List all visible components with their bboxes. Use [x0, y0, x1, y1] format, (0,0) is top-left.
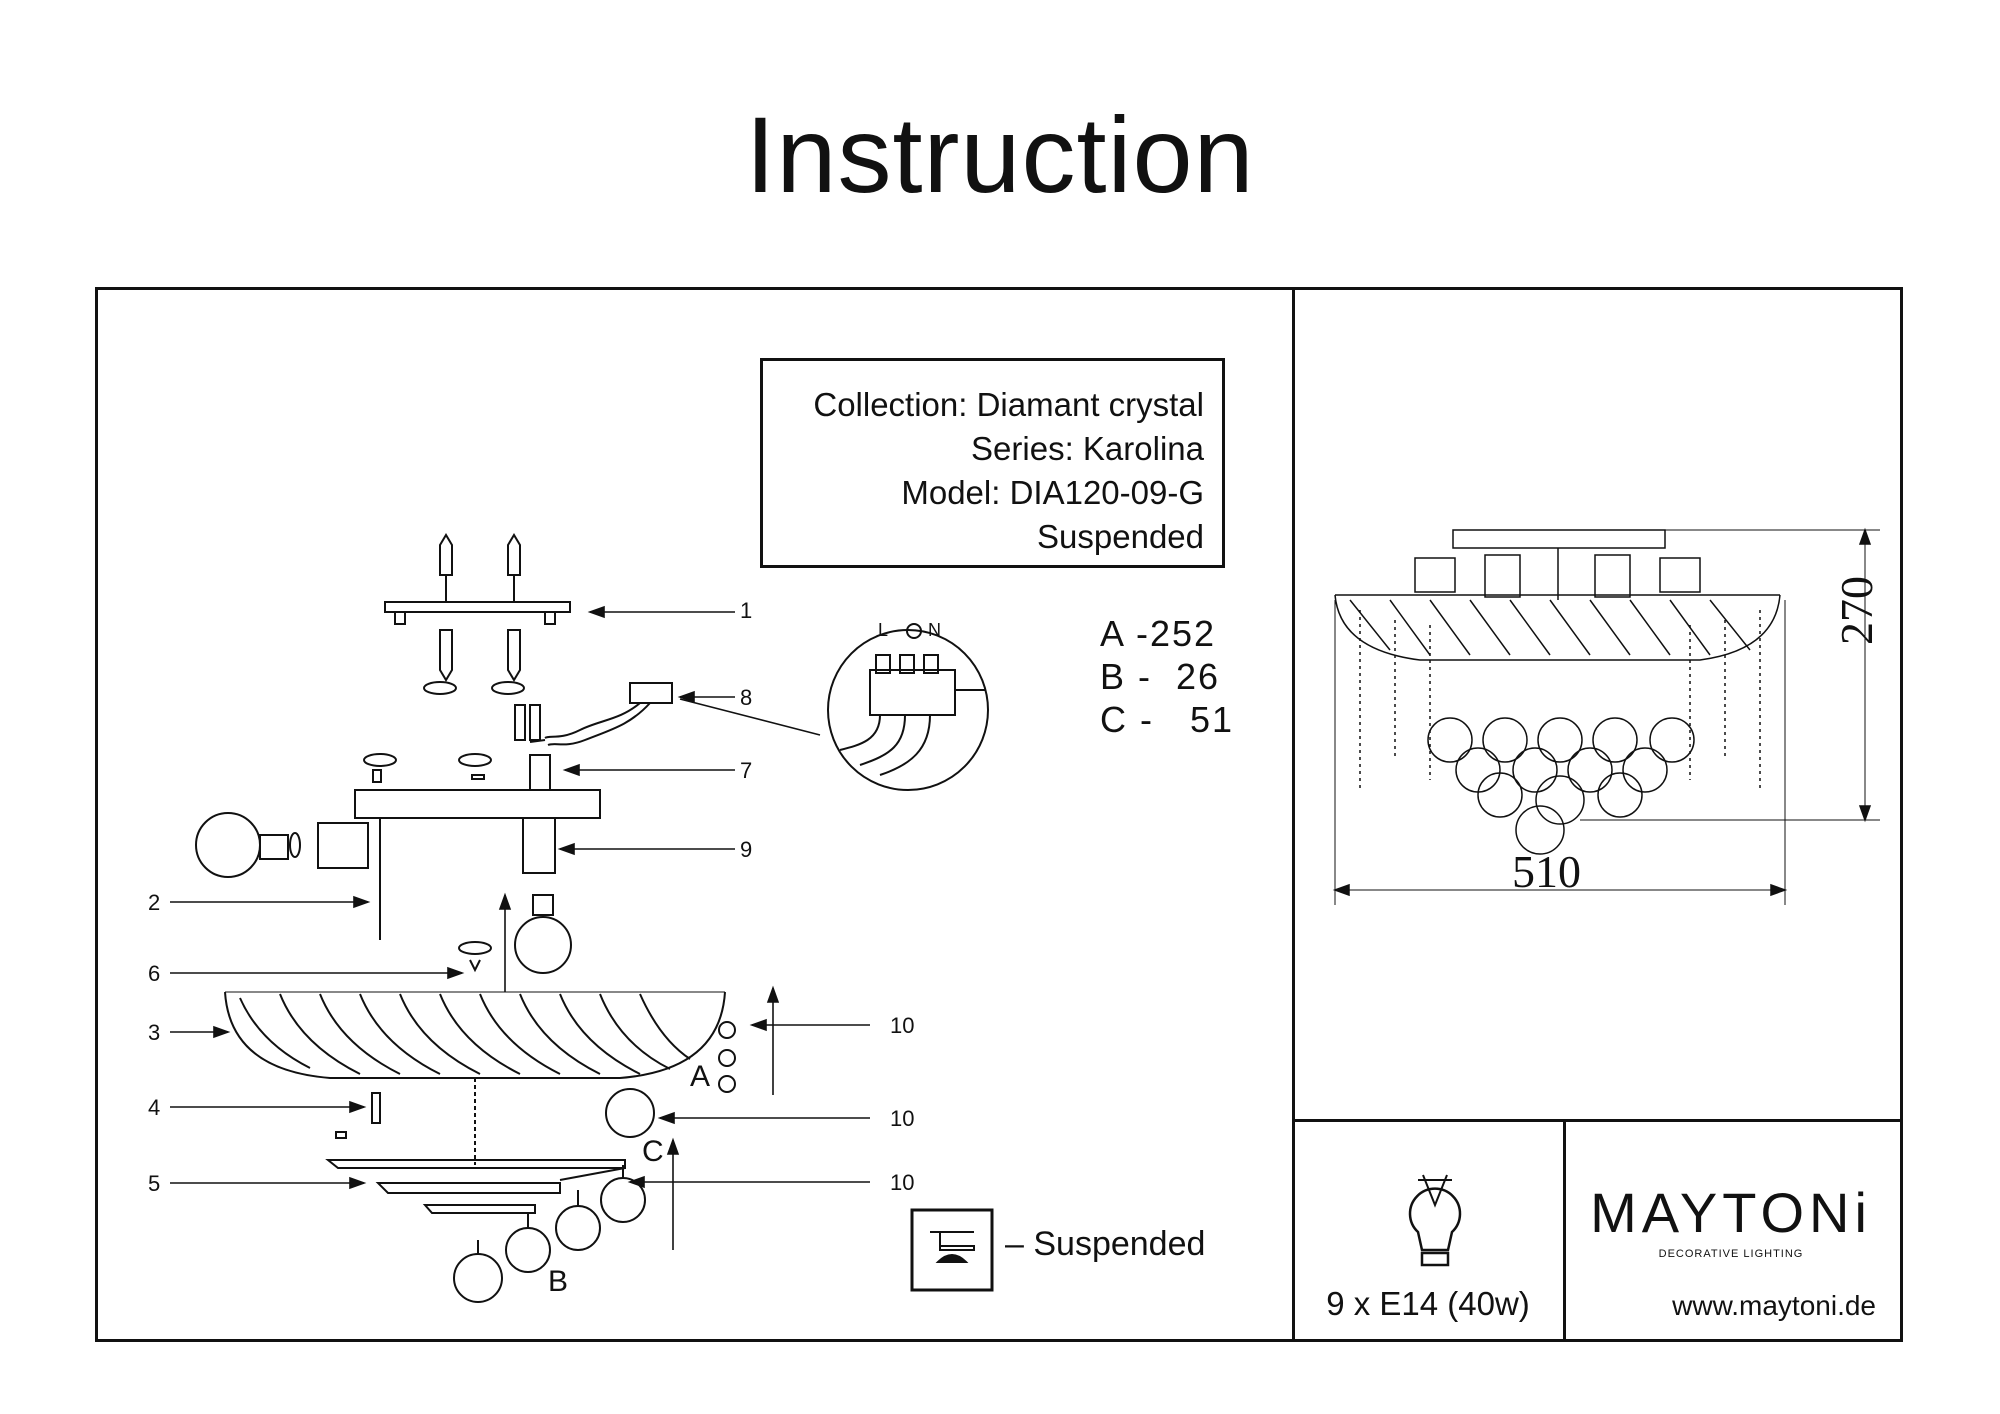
callout-10a: 10: [890, 1013, 915, 1038]
suspended-legend-text: – Suspended: [1005, 1225, 1206, 1263]
callout-6: 6: [148, 961, 161, 986]
lamp-spec: 9 x E14 (40w): [1326, 1285, 1530, 1322]
crystal-pendants: [453, 1021, 736, 1303]
wiring-detail: [827, 623, 989, 791]
series-text: Series: Karolina: [971, 430, 1204, 467]
light-bulb-icon: [1408, 1174, 1462, 1267]
letter-a: A: [690, 1060, 711, 1093]
letter-c: C: [642, 1135, 664, 1168]
frame-divider-horizontal: [1292, 1119, 1903, 1122]
website-url: www.maytoni.de: [1672, 1290, 1876, 1321]
product-info-box: Collection: Diamant crystal Series: Karo…: [760, 358, 1225, 568]
callout-10b: 10: [890, 1106, 915, 1131]
page-title: Instruction: [745, 94, 1255, 215]
canopy-plate-part: [195, 753, 601, 974]
letter-b: B: [548, 1265, 569, 1298]
wire-label-live: L: [878, 620, 889, 640]
mounting-bracket-part: [384, 533, 571, 695]
callout-9: 9: [740, 837, 753, 862]
assembled-view-drawing: [1332, 527, 1880, 905]
count-a: A -252: [1100, 613, 1217, 654]
type-text: Suspended: [1037, 518, 1204, 555]
frame-divider-footer: [1563, 1119, 1566, 1342]
callout-3: 3: [148, 1020, 161, 1045]
fastener-part: [335, 1092, 381, 1139]
callout-5: 5: [148, 1171, 161, 1196]
dimension-height: 270: [1831, 576, 1882, 645]
callout-leaders: [170, 605, 870, 1250]
brand-logo: MAYTONi: [1590, 1181, 1872, 1244]
callout-1: 1: [740, 598, 753, 623]
dimension-width: 510: [1512, 846, 1581, 897]
parts-counts: A -252 B - 26 C - 51: [1100, 612, 1234, 741]
callout-2: 2: [148, 890, 161, 915]
frame-divider-vertical: [1292, 287, 1295, 1342]
callout-8: 8: [740, 685, 753, 710]
callout-10c: 10: [890, 1170, 915, 1195]
count-c: C - 51: [1100, 699, 1235, 740]
terminal-block-part: [514, 682, 673, 746]
lower-tray-part: [325, 1159, 626, 1214]
brand-tagline: DECORATIVE LIGHTING: [1658, 1248, 1804, 1260]
collection-text: Collection: Diamant crystal: [813, 386, 1204, 423]
wire-label-neutral: N: [928, 620, 941, 640]
count-b: B - 26: [1100, 656, 1221, 697]
suspended-mount-icon: [910, 1208, 994, 1292]
callout-4: 4: [148, 1095, 161, 1120]
model-text: Model: DIA120-09-G: [901, 474, 1204, 511]
callout-7: 7: [740, 758, 753, 783]
instruction-frame: [95, 287, 1903, 1342]
crystal-bowl-frame: [224, 991, 726, 1165]
